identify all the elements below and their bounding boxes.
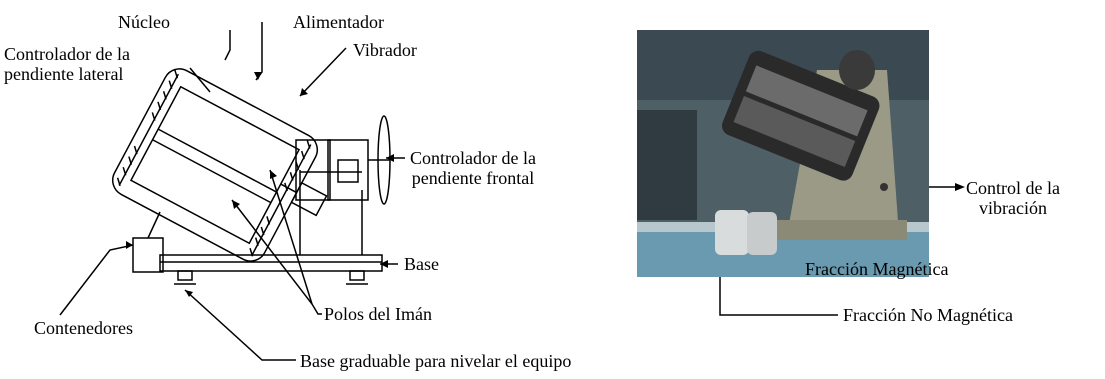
label-contenedores: Contenedores <box>34 318 133 338</box>
gear-box <box>327 139 369 201</box>
label-base: Base <box>404 254 439 274</box>
label-controlador-frontal-line2: pendiente frontal <box>411 168 535 188</box>
leveling-foot-left <box>177 270 193 281</box>
label-vibrador: Vibrador <box>353 40 417 60</box>
label-controlador-lateral-line1: Controlador de la <box>4 44 130 64</box>
label-polos: Polos del Imán <box>324 304 432 324</box>
label-control-vibracion: Control de la vibración <box>966 178 1060 218</box>
label-base-graduable: Base graduable para nivelar el equipo <box>300 351 572 371</box>
label-control-vibracion-line2: vibración <box>979 198 1047 218</box>
label-controlador-frontal-line1: Controlador de la <box>410 148 536 168</box>
label-fraccion-magnetica: Fracción Magnética <box>805 259 949 279</box>
label-controlador-frontal: Controlador de la pendiente frontal <box>410 148 536 188</box>
support-column <box>299 170 363 255</box>
label-fraccion-no-magnetica: Fracción No Magnética <box>843 305 1013 325</box>
label-control-vibracion-line1: Control de la <box>966 178 1060 198</box>
label-controlador-lateral-line2: pendiente lateral <box>4 64 124 84</box>
label-alimentador: Alimentador <box>293 12 384 32</box>
container-box <box>132 237 164 273</box>
label-controlador-lateral: Controlador de la pendiente lateral <box>4 44 130 84</box>
separator-photo <box>637 30 929 277</box>
base-plate <box>159 254 383 272</box>
magnet-assembly <box>111 68 328 262</box>
leveling-foot-right <box>349 270 365 281</box>
label-nucleo: Núcleo <box>118 12 170 32</box>
